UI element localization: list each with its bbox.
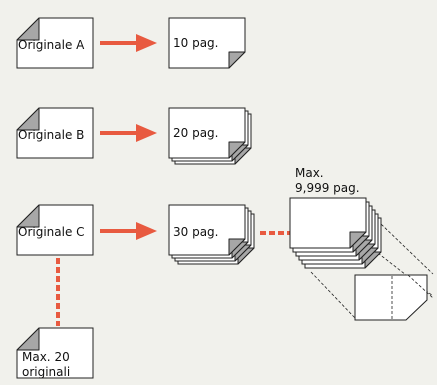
output-c-label: 30 pag. <box>173 225 219 239</box>
original-c-label: Originale C <box>18 225 85 239</box>
max-originals-line2: originali <box>22 365 70 379</box>
output-a-label: 10 pag. <box>173 36 219 50</box>
expanded-page-stack <box>354 274 434 321</box>
arrow-a <box>100 34 157 52</box>
arrow-b <box>100 124 157 142</box>
row-b: Originale B 20 pag. <box>16 107 252 165</box>
original-a-label: Originale A <box>18 38 85 52</box>
max-pages-stack <box>289 197 434 321</box>
output-b-label: 20 pag. <box>173 126 219 140</box>
original-b-label: Originale B <box>18 128 84 142</box>
row-a: Originale A 10 pag. <box>16 17 246 69</box>
max-originals-line1: Max. 20 <box>22 350 70 364</box>
row-c: Originale C 30 pag. <box>16 204 255 265</box>
max-pages-line2: 9,999 pag. <box>295 181 360 195</box>
max-pages-line1: Max. <box>295 166 324 180</box>
arrow-c <box>100 222 157 240</box>
